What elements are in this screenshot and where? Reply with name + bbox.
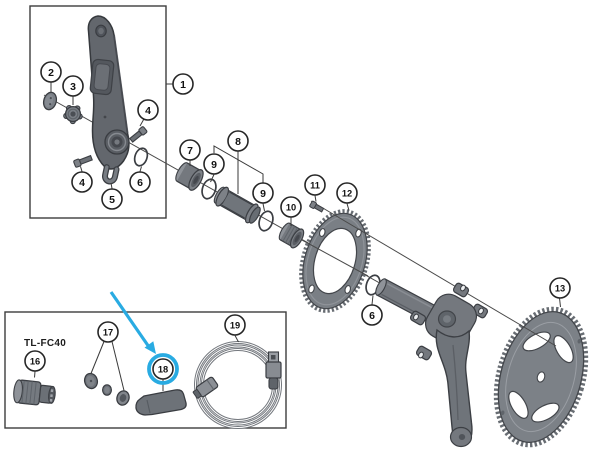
tl-fc40-tool — [13, 379, 56, 406]
stopper-plate — [102, 164, 120, 185]
svg-text:16: 16 — [30, 357, 40, 367]
lock-nut — [63, 105, 83, 125]
bb-inner-cover — [213, 186, 261, 224]
usb-connector — [265, 351, 282, 390]
svg-text:6: 6 — [137, 177, 143, 189]
callout-13: 13 — [549, 277, 571, 299]
callout-9-left: 9 — [203, 153, 225, 175]
chainring-bolt — [309, 200, 325, 213]
svg-text:9: 9 — [260, 188, 266, 200]
callout-4-bottom: 4 — [71, 171, 93, 193]
callout-19: 19 — [224, 314, 246, 336]
callout-12: 12 — [336, 182, 358, 204]
svg-text:3: 3 — [70, 81, 76, 93]
clamp-bolt-bottom — [73, 154, 93, 168]
o-ring-seal-right — [258, 210, 274, 232]
callout-1: 1 — [172, 73, 194, 95]
callout-18: 18 — [152, 358, 174, 380]
svg-text:4: 4 — [79, 177, 85, 189]
svg-text:9: 9 — [211, 159, 217, 171]
clamp-bolt-top — [129, 126, 148, 143]
svg-text:12: 12 — [342, 189, 352, 199]
callout-2: 2 — [40, 61, 62, 83]
callout-5: 5 — [101, 188, 123, 210]
charging-cable — [192, 341, 282, 429]
crank-cap — [42, 91, 58, 111]
assembly-axis-line-2 — [310, 200, 557, 347]
callout-11: 11 — [304, 174, 326, 196]
highlight-circle — [147, 353, 179, 385]
bracket-8-9 — [213, 145, 264, 183]
callout-8: 8 — [227, 130, 249, 152]
svg-text:10: 10 — [286, 203, 296, 213]
svg-text:6: 6 — [369, 310, 375, 322]
right-crank-arm — [375, 278, 489, 448]
battery-cover-plate — [135, 389, 187, 416]
highlight-arrow — [109, 291, 151, 348]
tool-model-label: TL-FC40 — [24, 338, 66, 349]
left-crank-arm — [87, 15, 130, 170]
highlight-annotation — [109, 291, 156, 354]
svg-text:2: 2 — [48, 67, 54, 79]
callout-6-right: 6 — [361, 304, 383, 326]
chainring-outer — [493, 306, 589, 448]
charge-plug — [192, 376, 219, 399]
callout-10: 10 — [280, 196, 302, 218]
svg-text:18: 18 — [158, 365, 168, 375]
svg-text:8: 8 — [235, 136, 241, 148]
callout-6-left: 6 — [129, 171, 151, 193]
callout-7: 7 — [179, 139, 201, 161]
svg-text:19: 19 — [230, 321, 240, 331]
cover-caps — [83, 372, 130, 406]
left-crank-parts-box — [29, 5, 167, 219]
svg-text:13: 13 — [555, 284, 565, 294]
callout-16: 16 — [24, 350, 46, 372]
svg-text:1: 1 — [180, 79, 186, 91]
assembly-axis-overlay — [301, 239, 369, 277]
chainring-inner — [299, 209, 371, 313]
leader-lines — [34, 82, 561, 391]
svg-text:4: 4 — [145, 105, 151, 117]
callout-4-top: 4 — [137, 99, 159, 121]
bb-cup-right — [278, 222, 305, 249]
svg-text:5: 5 — [109, 194, 115, 206]
battery-cover-window — [89, 58, 115, 96]
callout-17: 17 — [97, 321, 119, 343]
bb-cup-left — [175, 162, 204, 191]
svg-text:7: 7 — [187, 145, 193, 157]
crank-arm-body — [435, 328, 473, 446]
callout-3: 3 — [62, 75, 84, 97]
callout-9-right: 9 — [252, 182, 274, 204]
o-ring-left — [133, 147, 149, 167]
spider-tab-bottom — [415, 345, 433, 361]
spindle-interface — [104, 129, 130, 155]
svg-text:11: 11 — [310, 181, 320, 191]
svg-text:17: 17 — [103, 328, 113, 338]
small-parts-box — [4, 311, 287, 429]
highlight-arrow-head — [144, 341, 156, 354]
